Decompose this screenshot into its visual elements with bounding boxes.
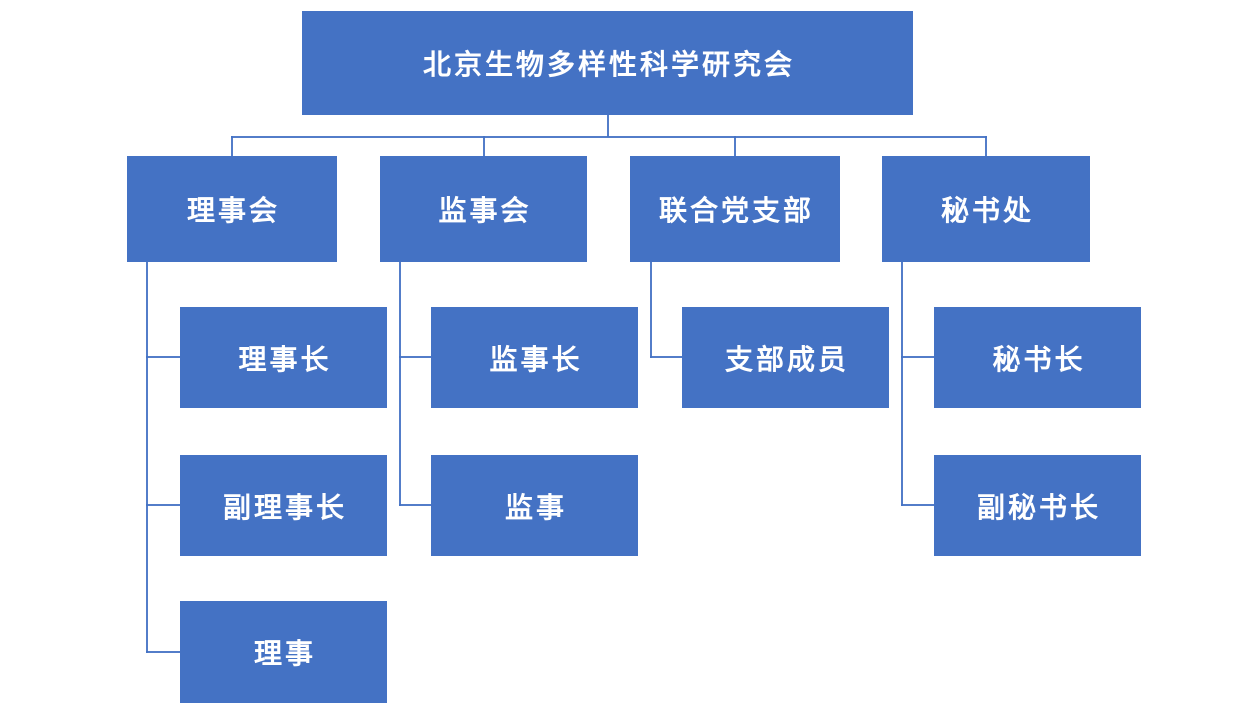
node-chairman: 理事长 — [180, 307, 387, 408]
node-joint-party-branch: 联合党支部 — [630, 156, 840, 262]
connector-drop-secretariat — [985, 136, 987, 157]
node-secretariat: 秘书处 — [882, 156, 1090, 262]
node-director: 理事 — [180, 601, 387, 703]
connector-stub-chief-supervisor — [399, 356, 431, 358]
node-council: 理事会 — [127, 156, 337, 262]
connector-stub-director — [146, 651, 180, 653]
connector-stub-supervisor — [399, 504, 431, 506]
connector-level2-horizontal — [231, 136, 987, 138]
connector-party-branch-vertical — [650, 262, 652, 358]
connector-stub-secretary-general — [901, 356, 934, 358]
node-secretary-general: 秘书长 — [934, 307, 1141, 408]
connector-stub-chairman — [146, 356, 180, 358]
connector-supervisory-vertical — [399, 262, 401, 506]
connector-council-vertical — [146, 262, 148, 653]
connector-stub-deputy-secretary-general — [901, 504, 934, 506]
connector-drop-joint-party-branch — [734, 136, 736, 157]
node-root-organization: 北京生物多样性科学研究会 — [302, 11, 913, 115]
connector-root-vertical — [607, 115, 609, 137]
connector-drop-supervisory-board — [483, 136, 485, 157]
node-supervisor: 监事 — [431, 455, 638, 556]
node-chief-supervisor: 监事长 — [431, 307, 638, 408]
connector-stub-branch-members — [650, 356, 682, 358]
node-branch-members: 支部成员 — [682, 307, 889, 408]
node-vice-chairman: 副理事长 — [180, 455, 387, 556]
connector-drop-council — [231, 136, 233, 157]
connector-stub-vice-chairman — [146, 504, 180, 506]
node-deputy-secretary-general: 副秘书长 — [934, 455, 1141, 556]
node-supervisory-board: 监事会 — [380, 156, 587, 262]
connector-secretariat-vertical — [901, 262, 903, 506]
